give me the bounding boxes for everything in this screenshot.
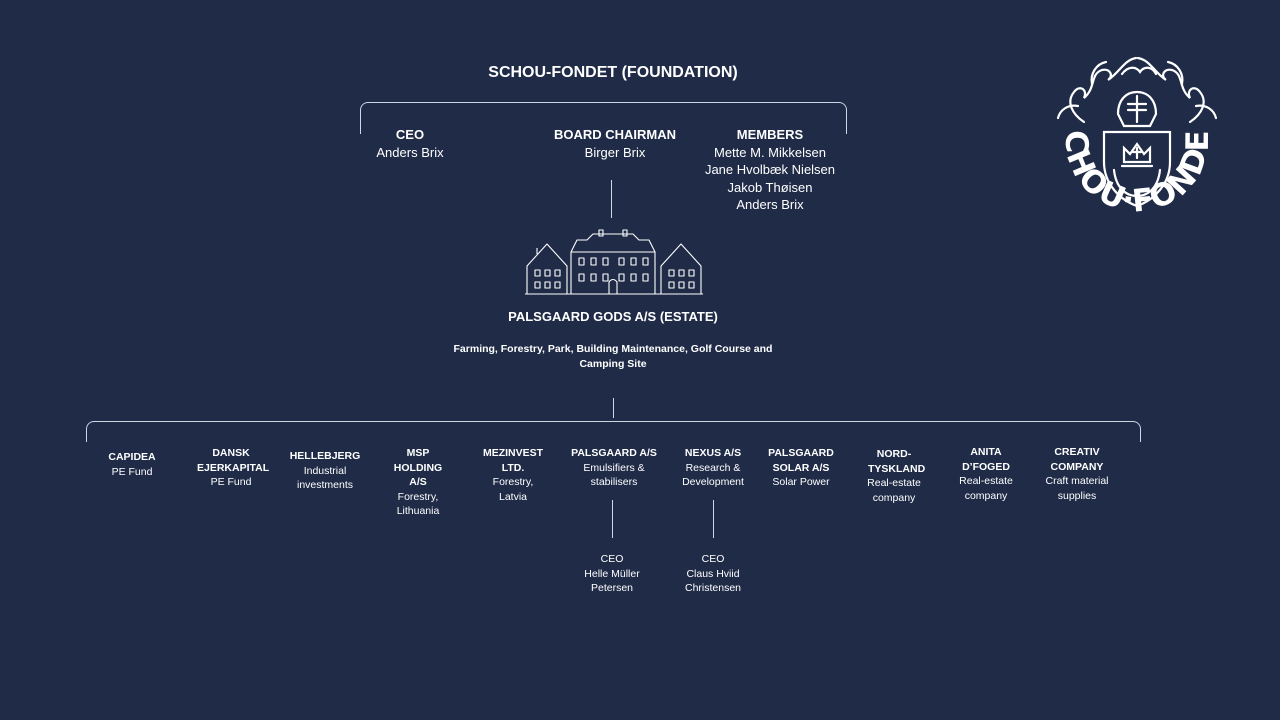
ceo-label: CEO: [701, 553, 725, 565]
subsidiary-name: CAPIDEA: [108, 451, 156, 463]
subsidiary-name: MSP HOLDING A/S: [393, 447, 443, 488]
subsidiary-msp-holding: MSP HOLDING A/S Forestry, Lithuania: [370, 446, 466, 519]
member-name: Jakob Thøisen: [727, 179, 813, 195]
connector-foundation-estate: [611, 180, 612, 218]
subsidiary-description: PE Fund: [210, 476, 252, 488]
subsidiary-name: MEZINVEST LTD.: [482, 447, 544, 474]
estate-title: PALSGAARD GODS A/S (ESTATE): [508, 309, 718, 324]
subsidiary-description: Solar Power: [772, 476, 830, 488]
subsidiary-name: HELLEBJERG: [289, 450, 361, 462]
estate-description: Farming, Forestry, Park, Building Mainte…: [453, 343, 773, 370]
role-name: Anders Brix: [376, 144, 444, 160]
role-label: MEMBERS: [736, 127, 804, 142]
role-members: MEMBERS Mette M. Mikkelsen Jane Hvolbæk …: [690, 126, 850, 214]
nexus-ceo: CEO Claus Hviid Christensen: [658, 552, 768, 596]
manor-house-icon: [525, 229, 703, 295]
role-label: BOARD CHAIRMAN: [553, 127, 677, 142]
subsidiary-name: ANITA D’FOGED: [962, 446, 1010, 473]
subsidiary-anita-dfoged: ANITA D’FOGED Real-estate company: [938, 445, 1034, 503]
subsidiary-name: NEXUS A/S: [684, 447, 742, 459]
foundation-bracket: [360, 102, 847, 134]
logo-text: SCHOU·FONDET: [1032, 16, 1216, 220]
connector-estate-subsidiaries: [613, 398, 614, 418]
crest-icon: SCHOU·FONDET: [1032, 16, 1218, 220]
subsidiary-nord-tyskland: NORD-TYSKLAND Real-estate company: [846, 447, 942, 505]
subsidiary-dansk-ejerkapital: DANSK EJERKAPITAL PE Fund: [183, 446, 279, 490]
subsidiary-name: PALSGAARD SOLAR A/S: [768, 447, 834, 474]
subsidiary-hellebjerg: HELLEBJERG Industrial investments: [277, 449, 373, 493]
palsgaard-ceo: CEO Helle Müller Petersen: [557, 552, 667, 596]
ceo-name: Helle Müller Petersen: [584, 567, 640, 595]
subsidiary-description: Emulsifiers & stabilisers: [583, 461, 645, 489]
foundation-title: SCHOU-FONDET (FOUNDATION): [488, 64, 738, 81]
subsidiary-description: Real-estate company: [959, 475, 1013, 502]
subsidiaries-bracket: [86, 421, 1141, 442]
role-name: Birger Brix: [584, 144, 646, 160]
subsidiary-description: PE Fund: [111, 465, 153, 478]
ceo-label: CEO: [600, 553, 624, 565]
subsidiary-mezinvest: MEZINVEST LTD. Forestry, Latvia: [465, 446, 561, 504]
subsidiary-creativ-company: CREATIV COMPANY Craft material supplies: [1029, 445, 1125, 503]
subsidiary-capidea: CAPIDEA PE Fund: [84, 450, 180, 479]
ceo-name: Claus Hviid Christensen: [684, 567, 742, 595]
subsidiary-description: Forestry, Latvia: [492, 476, 534, 503]
subsidiary-palsgaard: PALSGAARD A/S Emulsifiers & stabilisers: [566, 446, 662, 490]
member-name: Mette M. Mikkelsen: [714, 144, 826, 160]
member-name: Anders Brix: [736, 197, 804, 212]
subsidiary-name: NORD-TYSKLAND: [868, 448, 926, 475]
subsidiary-description: Research & Development: [682, 461, 744, 489]
connector-palsgaard-ceo: [612, 500, 613, 538]
subsidiary-name: PALSGAARD A/S: [571, 447, 657, 459]
role-ceo: CEO Anders Brix: [340, 126, 480, 161]
subsidiary-nexus: NEXUS A/S Research & Development: [665, 446, 761, 490]
subsidiary-description: Craft material supplies: [1045, 475, 1109, 502]
subsidiary-palsgaard-solar: PALSGAARD SOLAR A/S Solar Power: [753, 446, 849, 490]
subsidiary-name: DANSK EJERKAPITAL: [197, 447, 270, 474]
role-board-chairman: BOARD CHAIRMAN Birger Brix: [530, 126, 700, 161]
subsidiary-name: CREATIV COMPANY: [1050, 446, 1104, 473]
subsidiary-description: Industrial investments: [296, 464, 354, 492]
connector-nexus-ceo: [713, 500, 714, 538]
subsidiary-description: Real-estate company: [867, 477, 921, 504]
member-name: Jane Hvolbæk Nielsen: [704, 162, 836, 177]
role-label: CEO: [395, 127, 425, 142]
subsidiary-description: Forestry, Lithuania: [396, 490, 440, 518]
